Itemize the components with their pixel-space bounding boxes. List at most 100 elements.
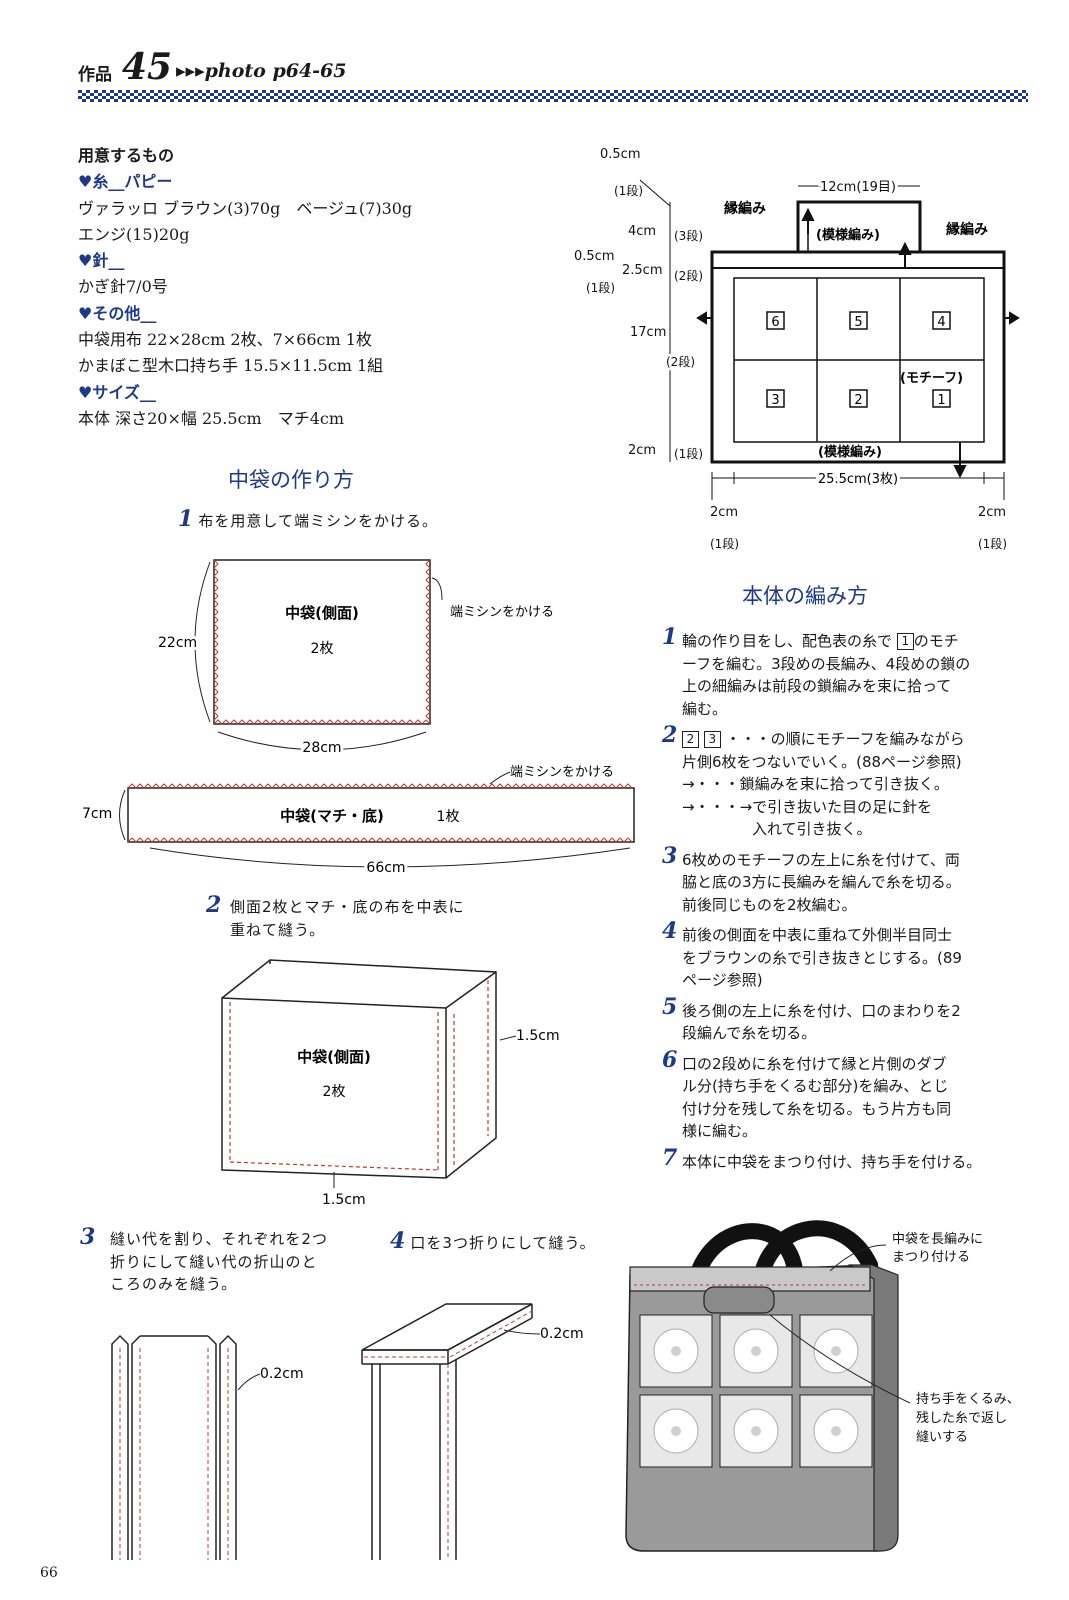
lining-step-1: 1 布を用意して端ミシンをかける。 xyxy=(178,506,438,533)
body-step-3-line-2: 脇と底の3方に長編みを編んで糸を切る。 xyxy=(682,873,961,891)
body-step-5: 5 後ろ側の左上に糸を付け、口のまわりを2 段編んで糸を切る。 xyxy=(662,995,1032,1045)
motif-ref-2: 2 xyxy=(682,731,699,748)
dim-2cm-bottom-left: 2cm xyxy=(710,505,738,520)
step-3-dimension: 0.2cm xyxy=(260,1366,304,1382)
decorative-border xyxy=(78,90,1028,102)
knitting-chart: 6 5 4 3 2 1 12cm(19目) 縁編み 縁編み (模様編み) (模様… xyxy=(574,147,1020,551)
lining-step-4-text: 口を3つ折りにして縫う。 xyxy=(410,1234,596,1252)
body-step-3-line-3: 前後同じものを2枚編む。 xyxy=(682,895,857,914)
body-step-7: 7 本体に中袋をまつり付け、持ち手を付ける。 xyxy=(662,1146,1032,1174)
size-line: 本体 深さ20×幅 25.5cm マチ4cm xyxy=(78,408,345,428)
finished-bag-illustration: 中袋を長編みに まつり付ける 持ち手をくるみ、 残した糸で返し 縫いする xyxy=(625,1220,1020,1552)
side-panel-count: 2枚 xyxy=(311,641,334,657)
body-step-7-num: 7 xyxy=(662,1144,678,1171)
motif-1: 1 xyxy=(937,393,945,408)
body-step-2-line-2: 片側6枚をつないでいく。(88ページ参照) xyxy=(682,752,962,771)
bottom-width-label: 25.5cm(3枚) xyxy=(818,472,898,487)
body-title: 本体の編み方 xyxy=(742,584,868,608)
needle-line: かぎ針7/0号 xyxy=(78,277,168,297)
edge-label-right: 縁編み xyxy=(946,221,988,238)
body-step-1-pre: 輪の作り目をし、配色表の糸で xyxy=(682,632,893,650)
bag-note-2-line-1: 持ち手をくるみ、 xyxy=(916,1392,1020,1407)
lining-step-3-line-1: 縫い代を割り、それぞれを2つ xyxy=(110,1230,328,1248)
yarn-heading: ♥糸__パピー xyxy=(78,172,173,192)
motif-4: 4 xyxy=(937,315,945,330)
body-step-3: 3 6枚めのモチーフの左上に糸を付けて、両 脇と底の3方に長編みを編んで糸を切る… xyxy=(662,844,1032,917)
photo-reference: ▸▸▸photo p64-65 xyxy=(176,60,347,82)
seam-detail-diagrams: 0.2cm 0.2cm xyxy=(111,1303,584,1560)
motif-2: 2 xyxy=(854,393,862,408)
body-step-7-text: 本体に中袋をまつり付け、持ち手を付ける。 xyxy=(682,1152,982,1171)
seam-allowance-bottom: 1.5cm xyxy=(322,1192,366,1208)
materials-block: 用意するもの ♥糸__パピー ヴァラッロ ブラウン(3)70g ベージュ(7)3… xyxy=(78,143,412,432)
yarn-line-1: ヴァラッロ ブラウン(3)70g ベージュ(7)30g xyxy=(78,198,413,218)
lining-step-1-num: 1 xyxy=(178,506,194,532)
motif-3: 3 xyxy=(771,393,779,408)
body-step-3-line-1: 6枚めのモチーフの左上に糸を付けて、両 xyxy=(682,850,960,869)
body-step-5-line-1: 後ろ側の左上に糸を付け、口のまわりを2 xyxy=(682,1001,961,1020)
body-step-2-num: 2 xyxy=(662,722,678,748)
body-step-1-line-2: ーフを編む。3段めの長編み、4段めの鎖の xyxy=(682,654,971,673)
motif-label: (モチーフ) xyxy=(900,371,963,386)
gusset-count: 1枚 xyxy=(437,809,460,825)
box-side-count: 2枚 xyxy=(323,1084,346,1100)
other-line-1: 中袋用布 22×28cm 2枚、7×66cm 1枚 xyxy=(78,330,372,350)
rows-3: (3段) xyxy=(674,228,703,243)
body-step-2-line-4: →・・・→で引き抜いた目の足に針を xyxy=(682,797,933,816)
gusset-width-label: 66cm xyxy=(366,860,405,876)
work-number: 45 xyxy=(122,46,173,88)
rows-1-bottom: (1段) xyxy=(674,446,703,461)
motif-5: 5 xyxy=(854,315,862,330)
needle-heading: ♥針__ xyxy=(78,251,125,271)
bag-note-1-line-1: 中袋を長編みに xyxy=(892,1231,983,1247)
materials-title: 用意するもの xyxy=(78,146,175,165)
dim-17cm: 17cm xyxy=(630,325,666,340)
rows-1-bottom-left: (1段) xyxy=(710,536,739,551)
top-width-label: 12cm(19目) xyxy=(820,180,896,195)
motif-ref-1: 1 xyxy=(896,633,914,650)
body-step-6-line-1: 口の2段めに糸を付けて縁と片側のダブ xyxy=(682,1054,947,1073)
chart-body-outline xyxy=(710,250,1006,464)
work-label: 作品 xyxy=(78,65,112,85)
motif-6: 6 xyxy=(771,315,779,330)
pattern-label-bottom: (模様編み) xyxy=(818,444,882,460)
body-step-2-line-3: →・・・鎖編みを束に拾って引き抜く。 xyxy=(682,775,949,793)
lining-box-diagram: 中袋(側面) 2枚 1.5cm 1.5cm xyxy=(221,959,560,1208)
lining-fabric-diagram: 中袋(側面) 2枚 22cm 28cm 端ミシンをかける 中袋(マチ・底) 1枚… xyxy=(82,559,635,879)
body-step-6-line-4: 様に編む。 xyxy=(682,1122,758,1140)
body-step-3-num: 3 xyxy=(662,842,678,869)
body-step-1-line-4: 編む。 xyxy=(682,699,728,718)
seam-allowance-side: 1.5cm xyxy=(516,1028,560,1044)
dim-2cm-left: 2cm xyxy=(628,443,656,458)
dim-0-5cm-mid: 0.5cm xyxy=(574,249,615,264)
other-line-2: かまぼこ型木口持ち手 15.5×11.5cm 1組 xyxy=(78,356,384,376)
dim-2cm-bottom-right: 2cm xyxy=(978,505,1006,520)
chart-flap xyxy=(796,200,922,254)
rows-2-top: (2段) xyxy=(674,268,703,283)
bag-note-2-line-2: 残した糸で返し xyxy=(916,1411,1007,1426)
edge-stitch-note-2: 端ミシンをかける xyxy=(510,765,614,780)
lining-step-4: 4 口を3つ折りにして縫う。 xyxy=(390,1228,596,1255)
body-step-6-num: 6 xyxy=(662,1046,678,1073)
pattern-label-top: (模様編み) xyxy=(816,227,880,243)
box-side-label: 中袋(側面) xyxy=(297,1048,371,1066)
lining-step-2-num: 2 xyxy=(206,892,222,918)
dim-2-5cm: 2.5cm xyxy=(622,263,663,278)
lining-step-3-line-2: 折りにして縫い代の折山のと xyxy=(110,1252,318,1271)
lining-step-2: 2 側面2枚とマチ・底の布を中表に 重ねて縫う。 xyxy=(206,892,465,941)
body-step-4-num: 4 xyxy=(662,918,678,944)
page-number: 66 xyxy=(40,1565,58,1581)
body-step-1-line-1: のモチ xyxy=(913,632,959,650)
lining-step-3-line-3: ころのみを縫う。 xyxy=(110,1275,238,1293)
lining-step-2-line-2: 重ねて縫う。 xyxy=(230,920,326,939)
side-width-label: 28cm xyxy=(302,740,341,756)
body-step-4-line-1: 前後の側面を中表に重ねて外側半目同士 xyxy=(682,926,953,944)
gusset-strip xyxy=(127,787,635,843)
side-panel xyxy=(213,559,431,725)
body-step-1-line-3: 上の細編みは前段の鎖編みを束に拾って xyxy=(682,677,952,695)
lining-step-2-line-1: 側面2枚とマチ・底の布を中表に xyxy=(230,898,465,916)
edge-label-left: 縁編み xyxy=(724,200,766,217)
size-heading: ♥サイズ__ xyxy=(78,382,156,402)
